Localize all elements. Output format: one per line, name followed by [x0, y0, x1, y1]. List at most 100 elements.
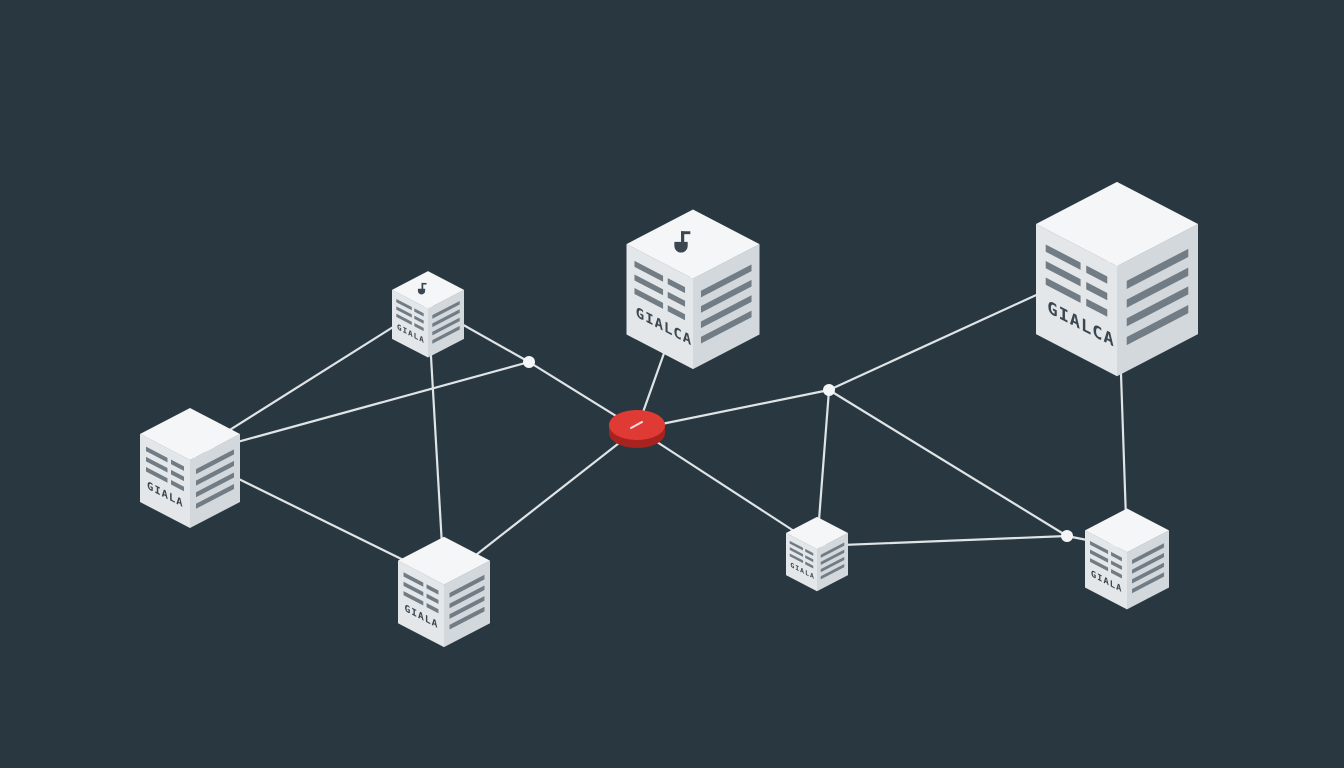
text-line-mark — [1111, 551, 1122, 562]
text-line-mark — [449, 596, 485, 619]
text-line-mark — [196, 449, 234, 475]
text-line-mark — [414, 323, 424, 332]
text-line-mark — [1111, 569, 1122, 579]
text-line-mark — [146, 467, 168, 483]
text-line-mark — [196, 484, 234, 509]
text-line-mark — [1045, 277, 1081, 303]
connector-j1-n1 — [188, 360, 531, 457]
text-line-mark — [1086, 298, 1108, 317]
text-line-mark — [1111, 560, 1122, 570]
text-line-mark — [396, 306, 412, 318]
text-line-mark — [414, 308, 424, 317]
text-line-mark — [1090, 558, 1109, 572]
text-line-mark — [196, 460, 234, 486]
text-line-mark — [432, 325, 460, 344]
text-line-mark — [146, 456, 168, 473]
text-line-mark — [146, 446, 168, 463]
junction-j1 — [523, 356, 535, 368]
text-line-mark — [426, 593, 439, 605]
text-line-mark — [820, 549, 845, 566]
text-line-mark — [700, 279, 752, 313]
text-line-mark — [403, 591, 424, 606]
cube-top-face — [392, 271, 464, 309]
text-line-mark — [171, 459, 184, 471]
text-line-mark — [634, 274, 664, 296]
text-line-mark — [820, 556, 845, 573]
text-line-mark — [432, 317, 460, 336]
text-line-mark — [1126, 248, 1189, 289]
cube-top-face — [1036, 181, 1198, 267]
text-line-mark — [789, 547, 804, 557]
text-line-mark — [1132, 572, 1164, 594]
text-line-mark — [820, 542, 845, 558]
junction-j3 — [1061, 530, 1073, 542]
cube-top-face — [786, 516, 848, 550]
text-line-mark — [432, 300, 460, 319]
text-line-mark — [1126, 267, 1189, 308]
cube-top-face — [140, 408, 240, 460]
text-line-mark — [634, 260, 664, 282]
text-line-mark — [432, 309, 460, 328]
text-line-mark — [414, 315, 424, 324]
node-n5[interactable]: GIALCA — [1036, 181, 1198, 377]
text-line-mark — [449, 606, 485, 630]
text-line-mark — [426, 584, 439, 595]
node-n4[interactable]: GIALA — [398, 536, 490, 648]
text-line-mark — [449, 585, 485, 609]
text-line-mark — [1090, 540, 1109, 555]
connector-hub-j2 — [635, 388, 831, 431]
text-line-mark — [396, 298, 412, 311]
text-line-mark — [1126, 305, 1189, 346]
node-n6[interactable]: GIALA — [786, 516, 848, 592]
text-line-mark — [196, 472, 234, 498]
text-line-mark — [171, 469, 184, 482]
node-n1[interactable]: GIALA — [140, 408, 240, 528]
connector-j2-j3 — [827, 388, 1069, 538]
text-line-mark — [700, 295, 752, 329]
node-n7[interactable]: GIALA — [1085, 508, 1169, 610]
text-line-mark — [1086, 282, 1108, 301]
minus-icon — [630, 421, 643, 429]
text-line-mark — [449, 574, 485, 598]
text-line-mark — [1045, 244, 1081, 270]
text-line-mark — [1090, 549, 1109, 563]
text-line-mark — [805, 561, 814, 569]
hub-node[interactable] — [609, 410, 665, 448]
lock-icon — [417, 282, 427, 295]
text-line-mark — [700, 310, 752, 344]
text-line-mark — [396, 313, 412, 325]
connector-lines — [188, 256, 1129, 582]
text-line-mark — [1086, 265, 1108, 284]
node-n3[interactable]: GIALCA — [626, 209, 760, 370]
text-line-mark — [403, 581, 424, 597]
text-line-mark — [1045, 260, 1081, 287]
text-line-mark — [820, 564, 845, 580]
text-line-mark — [1132, 552, 1164, 574]
text-line-mark — [1132, 543, 1164, 565]
text-line-mark — [805, 555, 814, 563]
cube-top-face — [1085, 508, 1169, 553]
text-line-mark — [171, 480, 184, 492]
cube-top-face — [626, 209, 760, 279]
node-n2[interactable]: GIALA — [392, 271, 464, 358]
text-line-mark — [1132, 562, 1164, 584]
cube-top-face — [398, 536, 490, 585]
text-line-mark — [426, 603, 439, 614]
text-line-mark — [634, 288, 664, 309]
text-line-mark — [403, 572, 424, 587]
text-line-mark — [667, 291, 686, 307]
text-line-mark — [805, 548, 814, 556]
diagram-nodes: GIALA GIALA GIALCA GIALA GIALCA GIALA GIALA — [140, 181, 1198, 648]
connector-hub-n6 — [635, 427, 819, 548]
junction-j2 — [823, 384, 835, 396]
text-line-mark — [1126, 286, 1189, 327]
lock-icon — [674, 231, 691, 253]
connector-n6-j3 — [815, 534, 1069, 548]
text-line-mark — [789, 540, 804, 551]
text-line-mark — [700, 264, 752, 298]
text-line-mark — [667, 278, 686, 294]
text-line-mark — [789, 553, 804, 564]
text-line-mark — [667, 305, 686, 321]
